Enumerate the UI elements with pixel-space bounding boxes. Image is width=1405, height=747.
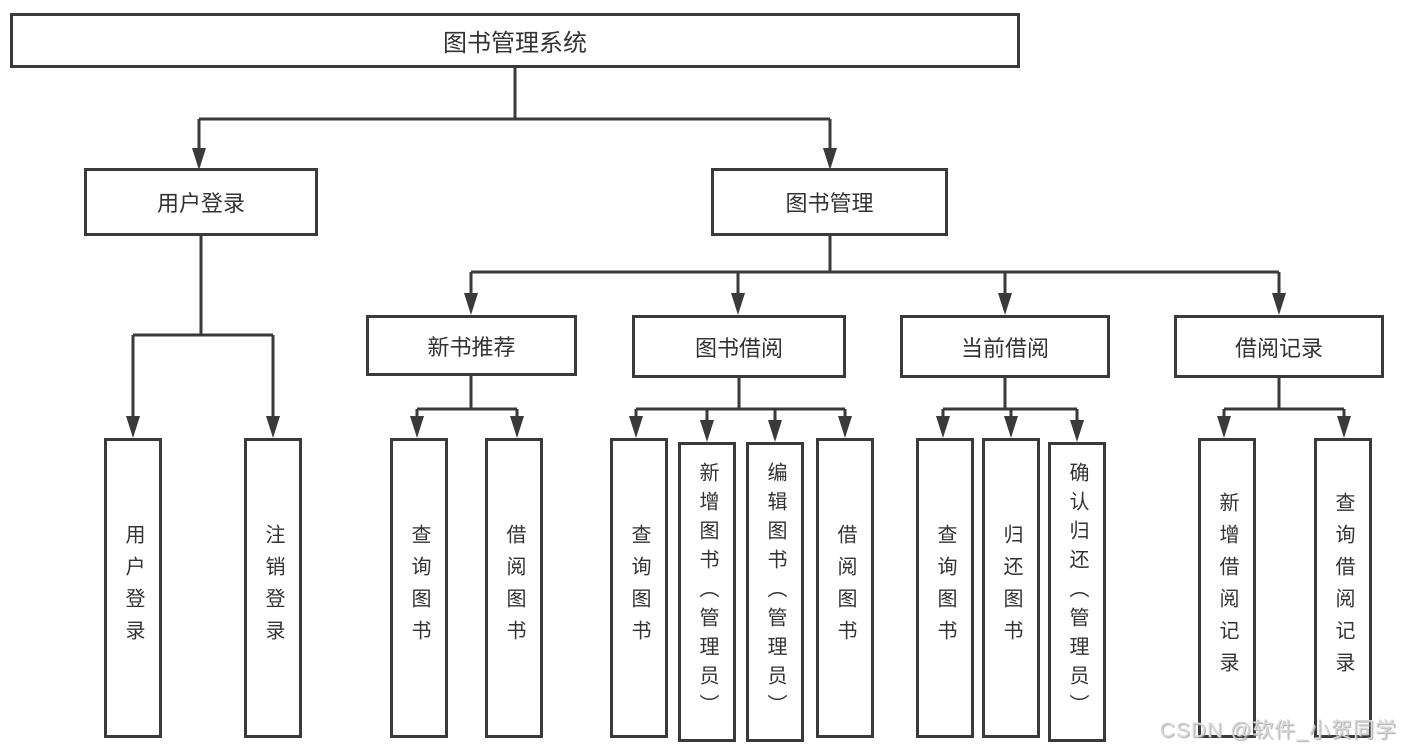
- leaf-logout-label: 注销登录: [262, 524, 284, 652]
- node-book-borrow: 图书借阅: [632, 315, 846, 378]
- leaf-add-borrow-record-label: 新增借阅记录: [1216, 492, 1238, 684]
- node-borrow-record-label: 借阅记录: [1234, 335, 1323, 361]
- leaf-query-borrow-record-label: 查询借阅记录: [1332, 492, 1354, 684]
- arrow-current-borrow: [998, 293, 1012, 315]
- arrow-leaf-query-book-3: [936, 416, 950, 438]
- arrowheads: [126, 148, 1351, 442]
- node-root: 图书管理系统: [10, 13, 1020, 68]
- leaf-user-login: 用户登录: [104, 438, 162, 738]
- node-new-book: 新书推荐: [366, 315, 577, 376]
- arrow-book-borrow: [731, 293, 745, 315]
- leaf-query-book-3: 查询图书: [916, 438, 974, 738]
- leaf-edit-book-admin-label: 编辑图书（管理员）: [764, 461, 786, 723]
- leaf-add-book-admin: 新增图书（管理员）: [678, 442, 736, 742]
- arrow-leaf-confirm-return: [1070, 420, 1084, 442]
- arrow-new-book: [464, 293, 478, 315]
- leaf-borrow-book-2-label: 借阅图书: [834, 524, 856, 652]
- arrow-leaf-query-record: [1337, 416, 1351, 438]
- arrow-user-login: [192, 148, 206, 170]
- leaf-user-login-label: 用户登录: [122, 524, 144, 652]
- leaf-edit-book-admin: 编辑图书（管理员）: [746, 442, 804, 742]
- node-current-borrow-label: 当前借阅: [960, 335, 1049, 361]
- arrow-book-management: [823, 148, 837, 170]
- node-borrow-record: 借阅记录: [1174, 315, 1384, 378]
- leaf-add-borrow-record: 新增借阅记录: [1198, 438, 1256, 738]
- arrow-leaf-return-book: [1004, 416, 1018, 438]
- leaf-query-book-1: 查询图书: [390, 438, 448, 738]
- arrow-leaf-borrow-book-2: [838, 416, 852, 438]
- leaf-query-borrow-record: 查询借阅记录: [1314, 438, 1372, 738]
- leaf-query-book-3-label: 查询图书: [934, 524, 956, 652]
- node-new-book-label: 新书推荐: [427, 334, 516, 360]
- leaf-query-book-2: 查询图书: [610, 438, 668, 738]
- leaf-logout: 注销登录: [244, 438, 302, 738]
- node-root-label: 图书管理系统: [443, 30, 587, 57]
- node-user-login: 用户登录: [84, 168, 318, 236]
- leaf-query-book-1-label: 查询图书: [408, 524, 430, 652]
- arrow-borrow-record: [1272, 293, 1286, 315]
- leaf-borrow-book-1-label: 借阅图书: [503, 524, 525, 652]
- node-current-borrow: 当前借阅: [900, 315, 1110, 378]
- arrow-leaf-borrow-book-1: [510, 416, 524, 438]
- leaf-borrow-book-2: 借阅图书: [816, 438, 874, 738]
- leaf-confirm-return-admin-label: 确认归还（管理员）: [1066, 461, 1088, 723]
- leaf-return-book-label: 归还图书: [1000, 524, 1022, 652]
- arrow-leaf-logout: [266, 416, 280, 438]
- arrow-leaf-query-book-2: [629, 416, 643, 438]
- node-book-borrow-label: 图书借阅: [694, 335, 783, 361]
- arrow-leaf-add-book: [700, 420, 714, 442]
- leaf-add-book-admin-label: 新增图书（管理员）: [696, 461, 718, 723]
- leaf-return-book: 归还图书: [982, 438, 1040, 738]
- arrow-leaf-query-book-1: [410, 416, 424, 438]
- node-user-login-label: 用户登录: [156, 191, 245, 216]
- arrow-leaf-edit-book: [768, 420, 782, 442]
- leaf-query-book-2-label: 查询图书: [628, 524, 650, 652]
- leaf-borrow-book-1: 借阅图书: [485, 438, 543, 738]
- node-book-management: 图书管理: [711, 168, 948, 236]
- arrow-leaf-add-record: [1217, 416, 1231, 438]
- leaf-confirm-return-admin: 确认归还（管理员）: [1048, 442, 1106, 742]
- node-book-management-label: 图书管理: [785, 191, 874, 216]
- arrow-leaf-user-login: [126, 416, 140, 438]
- csdn-watermark: CSDN @软件_小贺同学: [1159, 719, 1397, 742]
